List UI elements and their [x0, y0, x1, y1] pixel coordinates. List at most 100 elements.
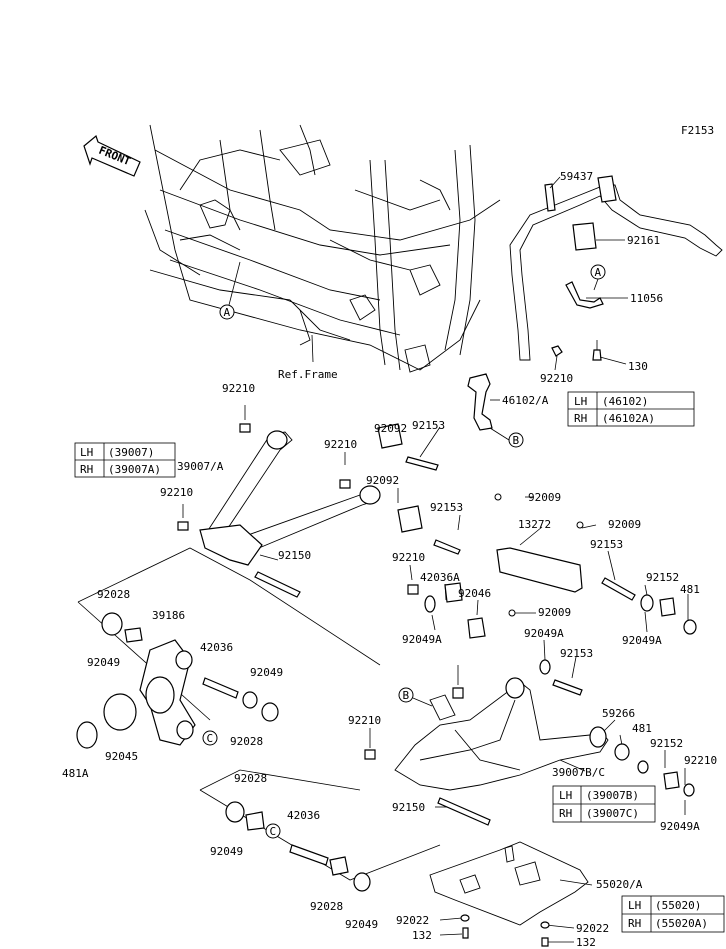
label-92153-lower: 92153 [560, 647, 593, 660]
seal-481-b [637, 760, 649, 774]
label-92049-lowest: 92049 [345, 918, 378, 931]
label-92049-right: 92049 [250, 666, 283, 679]
label-39186: 39186 [152, 609, 185, 622]
bolt-92153-b [433, 539, 461, 555]
label-42036-left: 42036 [200, 641, 233, 654]
table-39007: LH (39007) RH (39007A) [74, 442, 176, 478]
svg-text:(39007A): (39007A) [108, 463, 161, 476]
label-42036-bottom: 42036 [287, 809, 320, 822]
label-92028-bottom: 92028 [234, 772, 267, 785]
callout-b-lower [398, 687, 414, 703]
label-92210-left: 92210 [160, 486, 193, 499]
nut-92210-d [407, 584, 419, 595]
label-92049-left: 92049 [87, 656, 120, 669]
nut-92210-f [364, 749, 376, 760]
bracket-13272 [496, 547, 583, 593]
label-39007bc: 39007B/C [552, 766, 605, 779]
label-92049a-far: 92049A [660, 820, 700, 833]
label-55020a: 55020/A [596, 878, 643, 891]
label-92210-upper: 92210 [222, 382, 255, 395]
washer-92022-b [540, 921, 550, 929]
lower-a-arm [394, 677, 609, 791]
svg-text:C: C [207, 732, 214, 745]
svg-text:LH: LH [559, 789, 572, 802]
label-92009-c: 92009 [538, 606, 571, 619]
bushing-92092-a [377, 423, 403, 449]
bolt-92153-d [552, 679, 583, 696]
label-46102a: 46102/A [502, 394, 549, 407]
label-132-left: 132 [412, 929, 432, 942]
svg-text:RH: RH [559, 807, 572, 820]
washer-92049a-a [424, 595, 436, 613]
bolt-92150-b [437, 797, 491, 826]
bracket-11056 [565, 281, 604, 309]
label-92028-left: 92028 [230, 735, 263, 748]
svg-text:RH: RH [574, 412, 587, 425]
label-92028-lower: 92028 [310, 900, 343, 913]
bushing-92161 [572, 222, 597, 251]
svg-text:B: B [403, 689, 410, 702]
bolt-92153-c [601, 577, 636, 601]
label-11056: 11056 [630, 292, 663, 305]
nut-92210-b [339, 479, 351, 489]
svg-text:LH: LH [80, 446, 93, 459]
bolt-132-b [541, 937, 549, 947]
skid-plate [429, 841, 589, 926]
label-92150-upper: 92150 [278, 549, 311, 562]
label-92049a-center: 92049A [402, 633, 442, 646]
spacer-92152-b [663, 771, 680, 790]
figure-code: F2153 [681, 124, 714, 137]
ref-frame-label: Ref.Frame [278, 368, 338, 381]
washer-92049a-b [539, 659, 551, 675]
label-92022-left: 92022 [396, 914, 429, 927]
svg-text:RH: RH [80, 463, 93, 476]
label-59266: 59266 [602, 707, 635, 720]
svg-text:(39007B): (39007B) [586, 789, 639, 802]
bolt-head-92009-a [494, 493, 502, 501]
label-92028-top: 92028 [97, 588, 130, 601]
callout-c-lower [265, 823, 281, 839]
label-92153-right: 92153 [590, 538, 623, 551]
washer-59266 [614, 743, 630, 761]
bolt-head-92009-c [508, 609, 516, 617]
collar-42036a [444, 582, 463, 603]
leader-lines [182, 176, 689, 943]
label-59437: 59437 [560, 170, 593, 183]
label-132-right: 132 [576, 936, 596, 949]
label-92150-lower: 92150 [392, 801, 425, 814]
nut-92210-e [452, 687, 464, 699]
bolt-130 [592, 349, 602, 361]
label-92152-lower: 92152 [650, 737, 683, 750]
table-55020: LH (55020) RH (55020A) [621, 895, 725, 933]
label-92161: 92161 [627, 234, 660, 247]
label-92045: 92045 [105, 750, 138, 763]
svg-text:(39007C): (39007C) [586, 807, 639, 820]
stabilizer-bar [509, 175, 723, 361]
svg-text:LH: LH [628, 899, 641, 912]
label-92210-center: 92210 [392, 551, 425, 564]
label-92009-b: 92009 [608, 518, 641, 531]
label-92046: 92046 [458, 587, 491, 600]
label-92210-stab: 92210 [540, 372, 573, 385]
svg-text:(39007): (39007) [108, 446, 154, 459]
label-92210-lower: 92210 [348, 714, 381, 727]
bolt-head-92009-b [576, 521, 584, 529]
svg-text:A: A [595, 266, 602, 279]
label-92092-upper: 92092 [374, 422, 407, 435]
table-46102: LH (46102) RH (46102A) [567, 391, 695, 427]
svg-text:A: A [224, 306, 231, 319]
nut-92210-c [177, 521, 189, 531]
label-92092-mid: 92092 [366, 474, 399, 487]
washer-92049a-d [683, 783, 695, 797]
label-92153-mid: 92153 [430, 501, 463, 514]
svg-text:RH: RH [628, 917, 641, 930]
svg-text:(55020): (55020) [655, 899, 701, 912]
svg-text:B: B [513, 434, 520, 447]
nut-92210-stab [551, 345, 563, 357]
washer-92049a-c [640, 594, 654, 612]
part-number-labels: 59437 92161 11056 130 92210 46102/A 9221… [62, 170, 717, 949]
bolt-92153-a [405, 456, 439, 471]
label-92210-far: 92210 [684, 754, 717, 767]
lower-mount-group [199, 769, 441, 892]
